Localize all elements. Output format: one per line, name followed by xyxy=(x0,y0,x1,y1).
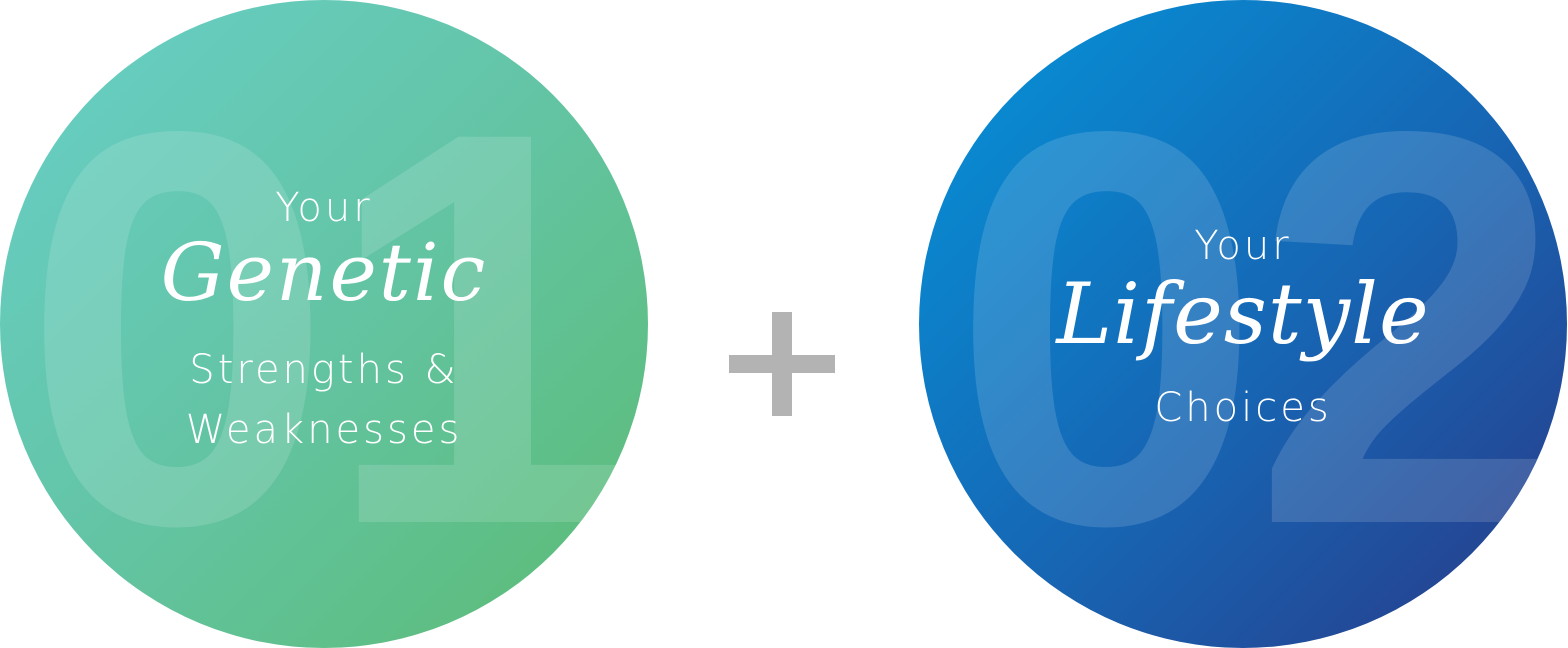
lifestyle-your-label: Your xyxy=(1194,223,1292,269)
plus-icon-vertical-bar xyxy=(772,312,792,416)
lifestyle-circle-number: 02 xyxy=(951,15,1564,641)
lifestyle-choices-label: Choices xyxy=(1154,385,1332,431)
lifestyle-circle: 02 Your Lifestyle Choices xyxy=(919,0,1567,648)
genetic-strengths-label: Strengths & xyxy=(189,347,459,393)
lifestyle-highlight-word: Lifestyle xyxy=(1056,265,1430,363)
genetic-your-label: Your xyxy=(275,185,373,231)
genetic-highlight-word: Genetic xyxy=(160,226,488,319)
plus-icon xyxy=(729,312,835,416)
genetic-weaknesses-label: Weaknesses xyxy=(185,407,463,453)
genetic-circle: 01 Your Genetic Strengths & Weaknesses xyxy=(0,0,648,648)
genetic-circle-number: 01 xyxy=(22,15,635,641)
